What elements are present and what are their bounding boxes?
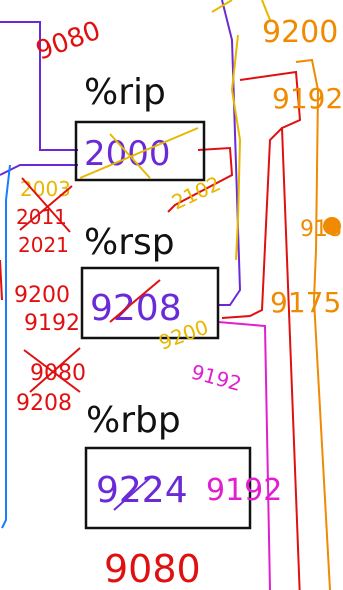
blue-wire <box>1 164 11 529</box>
register-rsp: %rsp 9208 <box>80 222 220 340</box>
register-rip-label: %rip <box>84 72 166 113</box>
note-left-rsp-1: 9192 <box>24 311 80 336</box>
note-left-rsp-0: 9200 <box>14 283 70 308</box>
note-left-stack: 2003 2011 2021 <box>16 177 73 257</box>
yellow-wire <box>211 0 271 261</box>
register-rbp-strike <box>113 477 151 511</box>
note-right-lower: 9175 <box>270 286 341 319</box>
note-top-right: 9200 <box>262 15 338 50</box>
red-wires <box>0 70 302 590</box>
note-right-upper: 9192 <box>272 82 343 115</box>
register-rbp-label: %rbp <box>86 400 181 441</box>
note-left-rsp: 9200 9192 9080 9208 <box>14 283 86 416</box>
register-rip-box <box>74 120 206 182</box>
register-rbp: %rbp 9224 <box>84 400 252 530</box>
register-rbp-value: 9224 <box>96 470 188 511</box>
register-rbp-box <box>84 446 252 530</box>
purple-wires <box>0 0 242 306</box>
note-left-rsp-2: 9080 <box>30 361 86 386</box>
note-left-rsp-3: 9208 <box>16 391 72 416</box>
magenta-wire <box>217 321 271 590</box>
note-rbp-right-magenta: 9192 <box>206 473 282 508</box>
note-left-stack-1: 2011 <box>16 205 67 229</box>
register-rsp-label: %rsp <box>84 222 175 263</box>
note-top-left: 9080 <box>32 16 104 67</box>
orange-wire <box>295 58 331 590</box>
orange-blob <box>323 217 341 235</box>
note-bottom: 9080 <box>104 547 201 590</box>
register-rsp-strike <box>109 279 161 323</box>
register-rip: %rip 2000 <box>74 72 206 182</box>
register-rsp-value: 9208 <box>90 288 182 329</box>
note-left-stack-2: 2021 <box>18 233 69 257</box>
note-left-stack-0: 2003 <box>20 177 71 201</box>
note-rsp-below-magenta: 9192 <box>189 360 244 396</box>
note-rip-slash-yellow: 2102 <box>168 171 224 214</box>
register-rsp-box <box>80 266 220 340</box>
register-rip-strike <box>79 127 199 179</box>
